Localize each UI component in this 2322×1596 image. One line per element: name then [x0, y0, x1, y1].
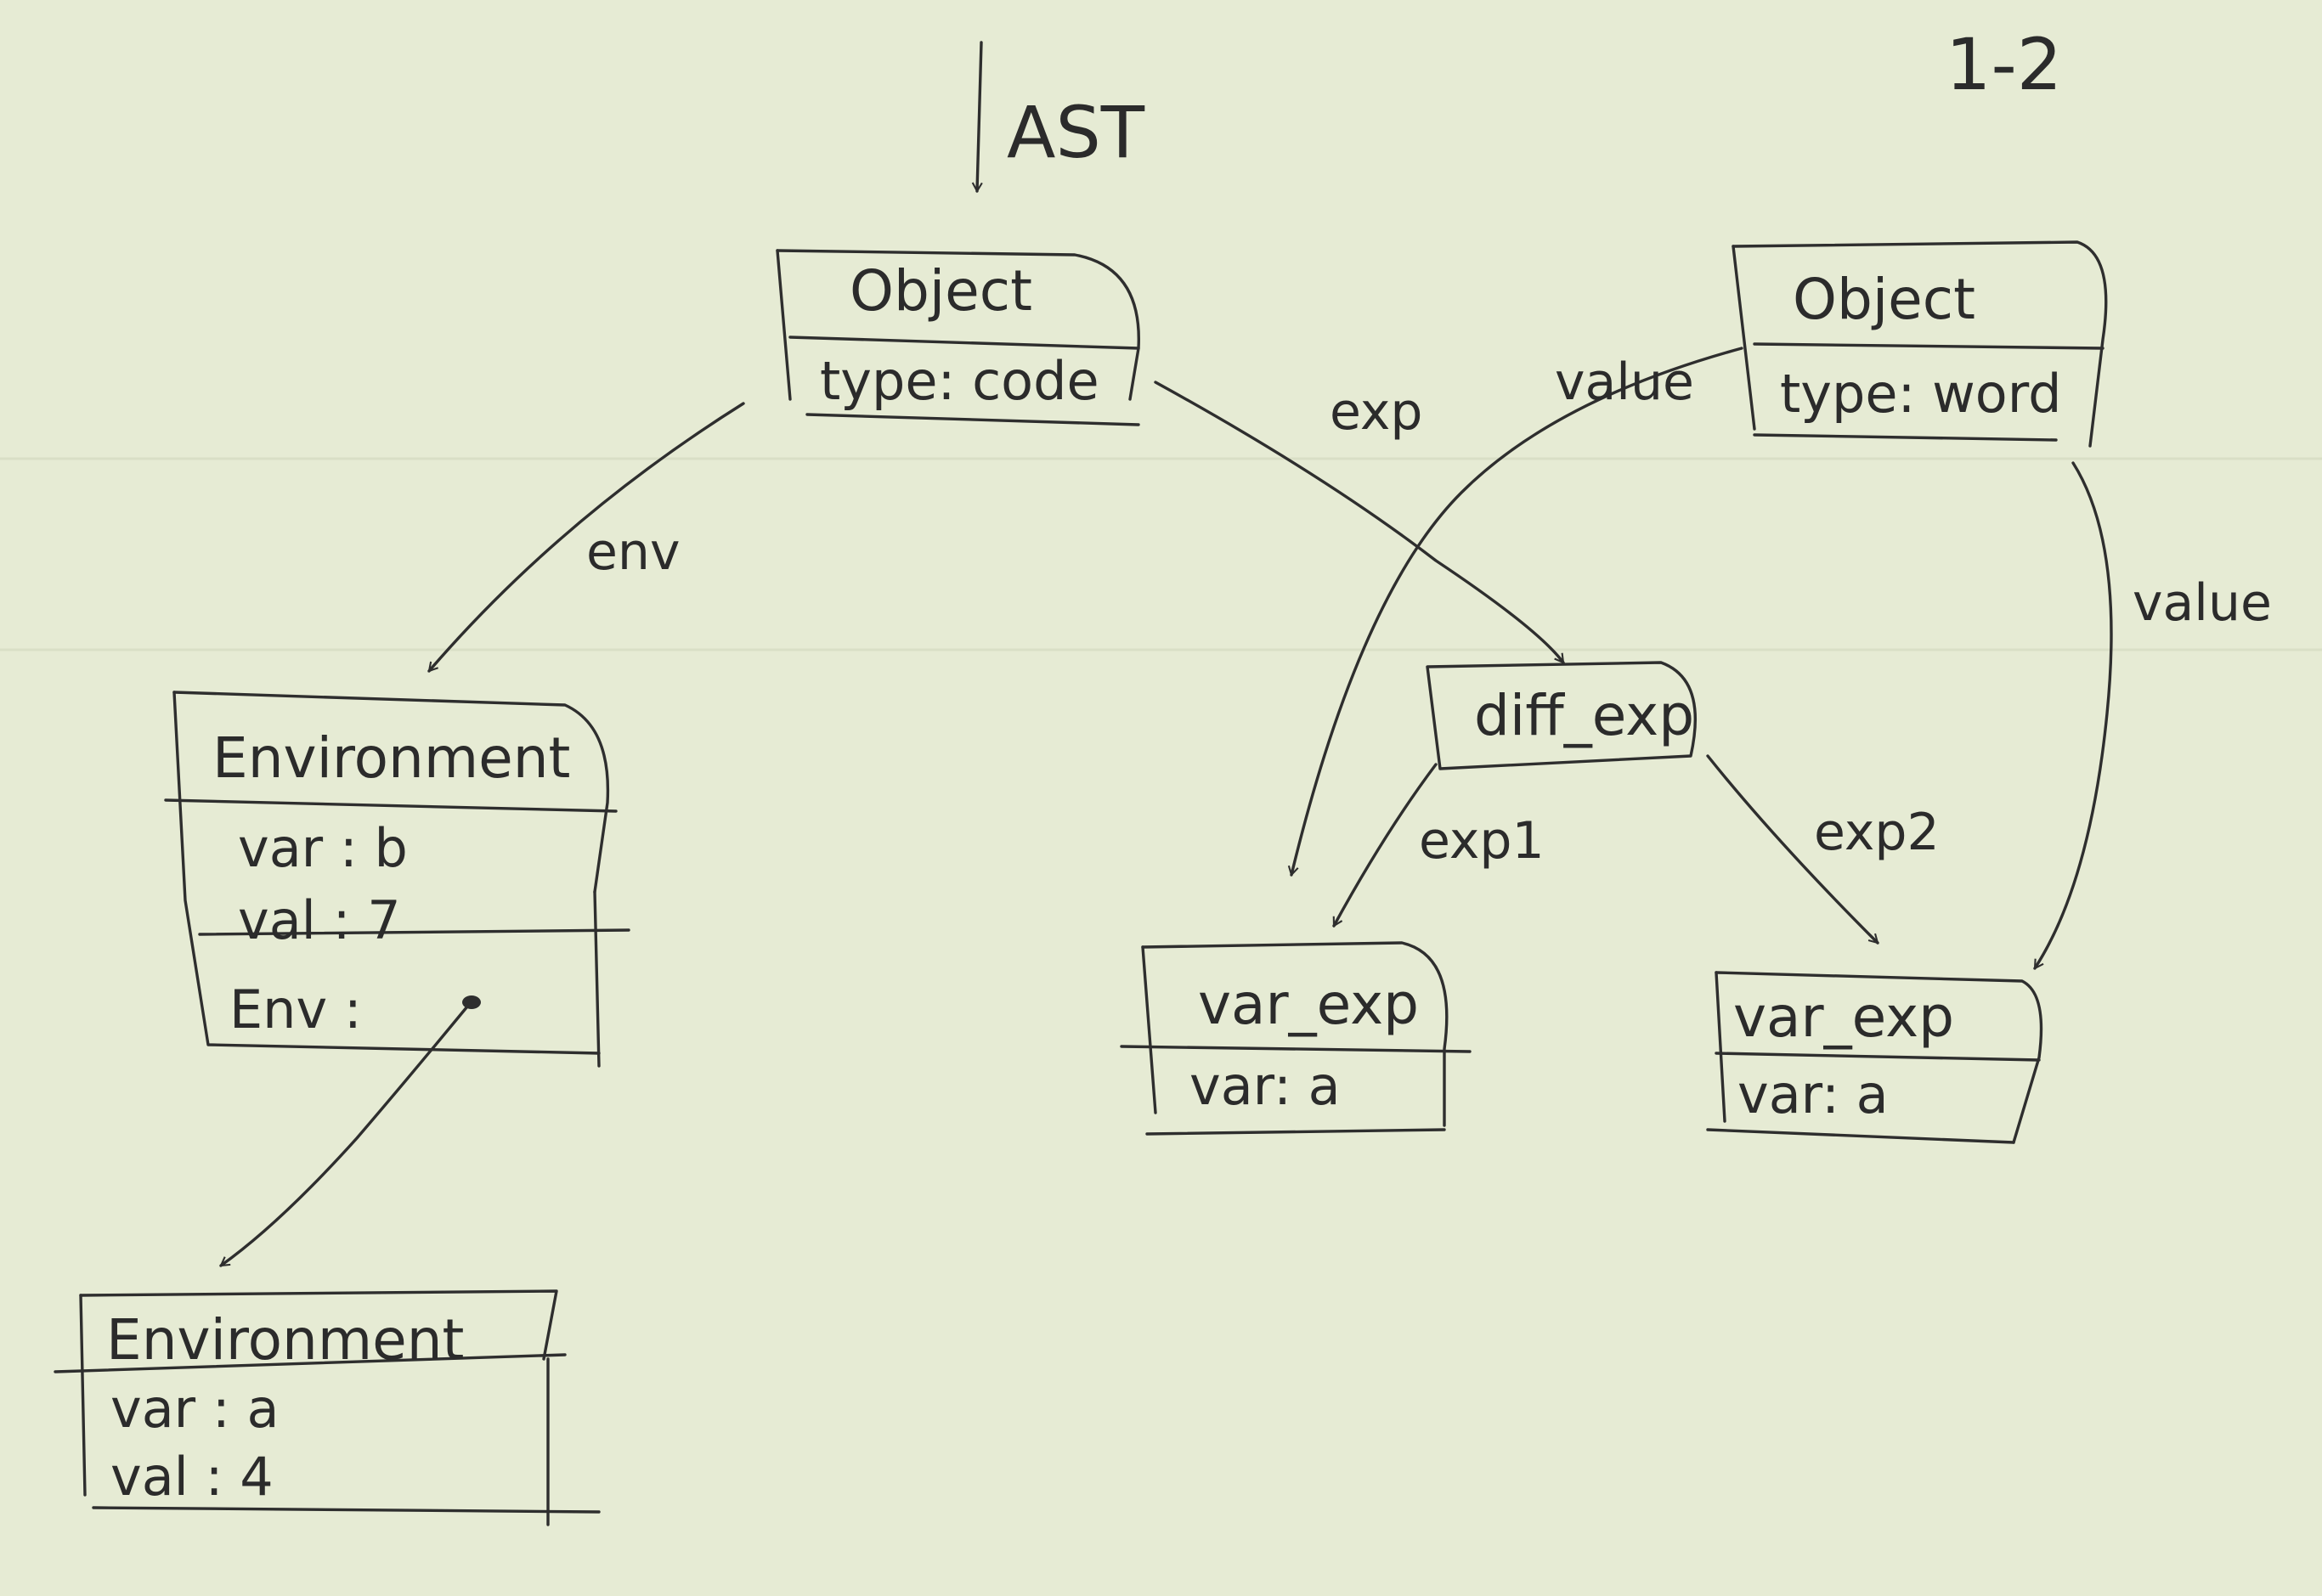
- edge-exp2-label: exp2: [1814, 803, 1940, 862]
- edge-value-right: value: [2033, 461, 2272, 970]
- edge-exp-label: exp: [1330, 382, 1422, 442]
- object-word-title: Object: [1793, 267, 1975, 332]
- edge-exp1: exp1: [1332, 763, 1545, 928]
- object-code-field: type: code: [820, 350, 1099, 412]
- ast-label: AST: [1007, 91, 1145, 174]
- node-var-exp-right: var_exp var: a: [1706, 971, 2043, 1144]
- page-marker: 1-2: [1946, 23, 2062, 106]
- var-exp-left-title: var_exp: [1198, 972, 1419, 1037]
- node-object-word: Object type: word: [1732, 240, 2108, 448]
- node-object-code: Object type: code: [776, 249, 1140, 426]
- environment-b-env: Env :: [229, 978, 362, 1041]
- var-exp-right-title: var_exp: [1733, 984, 1954, 1050]
- env-pointer-dot: [462, 995, 481, 1009]
- paper-lines: [0, 457, 2322, 651]
- var-exp-left-field: var: a: [1189, 1055, 1341, 1117]
- object-code-title: Object: [850, 258, 1032, 324]
- object-word-field: type: word: [1780, 363, 2062, 425]
- var-exp-right-field: var: a: [1737, 1063, 1889, 1125]
- edge-exp: exp: [1154, 381, 1565, 664]
- edge-value-left: value: [1287, 347, 1743, 877]
- environment-b-title: Environment: [212, 725, 570, 791]
- environment-b-val: val : 7: [238, 889, 401, 951]
- edge-env-label: env: [586, 522, 680, 582]
- edge-value-right-label: value: [2133, 573, 2272, 633]
- node-environment-a: Environment var : a val : 4: [54, 1289, 601, 1526]
- edge-exp1-label: exp1: [1419, 811, 1545, 871]
- edge-env: env: [427, 402, 745, 673]
- environment-a-title: Environment: [106, 1307, 464, 1373]
- node-environment-b: Environment var : b val : 7 Env :: [164, 691, 630, 1068]
- environment-b-var: var : b: [238, 817, 408, 879]
- environment-a-var: var : a: [110, 1378, 279, 1440]
- node-var-exp-left: var_exp var: a: [1120, 941, 1472, 1136]
- edge-env-pointer: [219, 1005, 469, 1267]
- diff-exp-title: diff_exp: [1474, 683, 1694, 748]
- ast-pointer: AST: [971, 41, 1145, 194]
- environment-a-val: val : 4: [110, 1446, 274, 1508]
- node-diff-exp: diff_exp: [1426, 661, 1698, 770]
- edge-value-left-label: value: [1555, 352, 1694, 412]
- edge-exp2: exp2: [1706, 754, 1940, 945]
